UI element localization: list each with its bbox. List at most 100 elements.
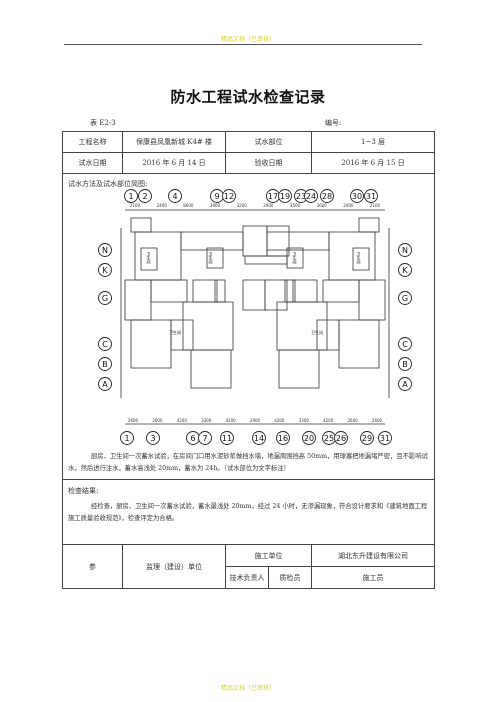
top-dimension-2: 8600: [183, 203, 194, 208]
bottom-axis-label-9: 26: [336, 434, 346, 443]
top-axis-label-4: 12: [224, 192, 234, 201]
form-row-dates: 试水日期 2016 年 6 月 14 日 验收日期 2016 年 6 月 15 …: [62, 152, 435, 174]
form-row-sign-2: 技术负责人 质检员 施工员: [63, 566, 435, 589]
left-axis-label-4: B: [102, 360, 108, 369]
room-label-3: 卫生间: [357, 252, 362, 265]
record-number-label: 编号:: [325, 119, 342, 127]
left-axis-label-3: C: [102, 340, 108, 349]
left-axis-circle-4: [98, 357, 112, 371]
bottom-axis-label-6: 16: [278, 434, 288, 443]
result-cell: 检查结果: 经检查，厨房、卫生间一次蓄水试验，蓄水最浅处 20mm，经过 24 …: [62, 479, 435, 545]
left-axis-label-5: A: [102, 380, 108, 389]
bottom-axis-circle-4: [220, 431, 234, 445]
worker-label: 施工员: [311, 566, 435, 589]
right-axis-circle-2: [398, 291, 412, 305]
test-date-value: 2016 年 6 月 14 日: [122, 152, 226, 174]
participate-label: 参: [62, 544, 123, 589]
top-dimension-5: 2900: [263, 203, 274, 208]
bottom-dimension-4: 4200: [226, 418, 237, 423]
bottom-dimension-2: 4200: [177, 418, 188, 423]
top-axis-label-6: 19: [280, 192, 290, 201]
top-axis-label-8: 24: [306, 192, 316, 201]
bottom-dimension-5: 2900: [250, 418, 261, 423]
method-cell: 试水方法及试水部位简图:: [62, 173, 435, 480]
bottom-axis-circle-3: [198, 431, 212, 445]
right-axis-label-0: N: [402, 246, 408, 255]
form-row-method: 试水方法及试水部位简图:: [62, 173, 435, 480]
top-dimension-6: 3500: [290, 203, 301, 208]
bottom-axis-label-10: 29: [362, 434, 372, 443]
right-axis-circle-1: [398, 263, 412, 277]
bottom-dimension-8: 4200: [323, 418, 334, 423]
top-axis-circle-0: [124, 189, 138, 203]
form-row-sign-1: 参 监理（建设）单位 施工单位 湖北东升建设有限公司: [62, 544, 435, 589]
top-axis-label-9: 28: [322, 192, 332, 201]
method-description: 厨房、卫生间一次蓄水试验，在房间门口用水泥砂浆做挡水墙，地漏周围挡高 50mm，…: [68, 453, 428, 472]
top-axis-circle-10: [350, 189, 364, 203]
left-axis-label-1: K: [102, 266, 108, 275]
watermark-bottom: 精品文档（已审核）: [220, 685, 275, 692]
right-axis-label-5: A: [402, 380, 408, 389]
top-axis-label-3: 9: [214, 192, 219, 201]
right-axis-label-2: G: [402, 294, 408, 303]
construction-unit-value: 湖北东升建设有限公司: [311, 544, 435, 567]
room-label-4: 卫生间: [169, 329, 181, 335]
bottom-axis-label-1: 3: [150, 434, 155, 443]
bottom-axis-label-5: 14: [254, 434, 264, 443]
bottom-axis-circle-7: [302, 431, 316, 445]
top-axis-label-11: 31: [366, 192, 376, 201]
top-dimension-3: 3900: [210, 203, 221, 208]
bottom-axis-circle-1: [146, 431, 160, 445]
bottom-axis-circle-10: [360, 431, 374, 445]
bottom-dimension-0: 2600: [128, 418, 139, 423]
bottom-dimension-1: 2600: [152, 418, 163, 423]
page-title: 防水工程试水检查记录: [170, 88, 326, 106]
result-description: 经检查，厨房、卫生间一次蓄水试验，蓄水最浅处 20mm，经过 24 小时，无渗漏…: [68, 503, 428, 522]
bottom-dimension-9: 2600: [348, 418, 359, 423]
header-rule: [64, 44, 422, 45]
quality-inspector-label: 质检员: [268, 566, 312, 589]
top-axis-label-1: 2: [142, 192, 147, 201]
top-axis-circle-11: [364, 189, 378, 203]
accept-date-label: 验收日期: [225, 152, 312, 174]
test-part-label: 试水部位: [225, 131, 312, 153]
top-axis-label-10: 30: [352, 192, 362, 201]
bottom-axis-label-3: 7: [202, 434, 207, 443]
left-axis-circle-5: [98, 377, 112, 391]
top-axis-label-5: 17: [268, 192, 278, 201]
bottom-axis-circle-9: [334, 431, 348, 445]
top-dimension-7: 3600: [317, 203, 328, 208]
accept-date-value: 2016 年 6 月 15 日: [311, 152, 435, 174]
bottom-dimension-6: 4200: [274, 418, 285, 423]
top-axis-label-7: 23: [296, 192, 306, 201]
top-axis-circle-9: [320, 189, 334, 203]
right-axis-label-3: C: [402, 340, 408, 349]
bottom-axis-circle-11: [378, 431, 392, 445]
bottom-dimension-10: 2600: [372, 418, 383, 423]
top-axis-circle-4: [222, 189, 236, 203]
table-number: 表 E2-3: [90, 119, 116, 127]
top-axis-circle-8: [304, 189, 318, 203]
method-label: 试水方法及试水部位简图:: [68, 180, 148, 188]
project-name-label: 工程名称: [62, 131, 123, 153]
form-row-result: 检查结果: 经检查，厨房、卫生间一次蓄水试验，蓄水最浅处 20mm，经过 24 …: [62, 479, 435, 545]
right-axis-label-4: B: [402, 360, 408, 369]
room-label-1: 卫生间: [209, 252, 214, 265]
top-axis-label-2: 4: [172, 192, 177, 201]
top-dimension-9: 2100: [370, 203, 381, 208]
form-row-project: 工程名称 保康县凤凰新城 K4# 楼 试水部位 1~3 层: [62, 131, 435, 153]
supervision-unit-label: 监理（建设）单位: [122, 544, 226, 589]
room-label-5: 卫生间: [311, 329, 323, 335]
left-axis-label-2: G: [102, 294, 108, 303]
construction-unit-label: 施工单位: [225, 544, 312, 567]
top-dimension-0: 2100: [130, 203, 141, 208]
left-axis-circle-1: [98, 263, 112, 277]
bottom-axis-label-2: 6: [190, 434, 195, 443]
right-axis-circle-3: [398, 337, 412, 351]
test-date-label: 试水日期: [62, 152, 123, 174]
project-name-value: 保康县凤凰新城 K4# 楼: [122, 131, 226, 153]
left-axis-label-0: N: [102, 246, 108, 255]
top-axis-circle-1: [138, 189, 152, 203]
test-part-value: 1~3 层: [311, 131, 435, 153]
